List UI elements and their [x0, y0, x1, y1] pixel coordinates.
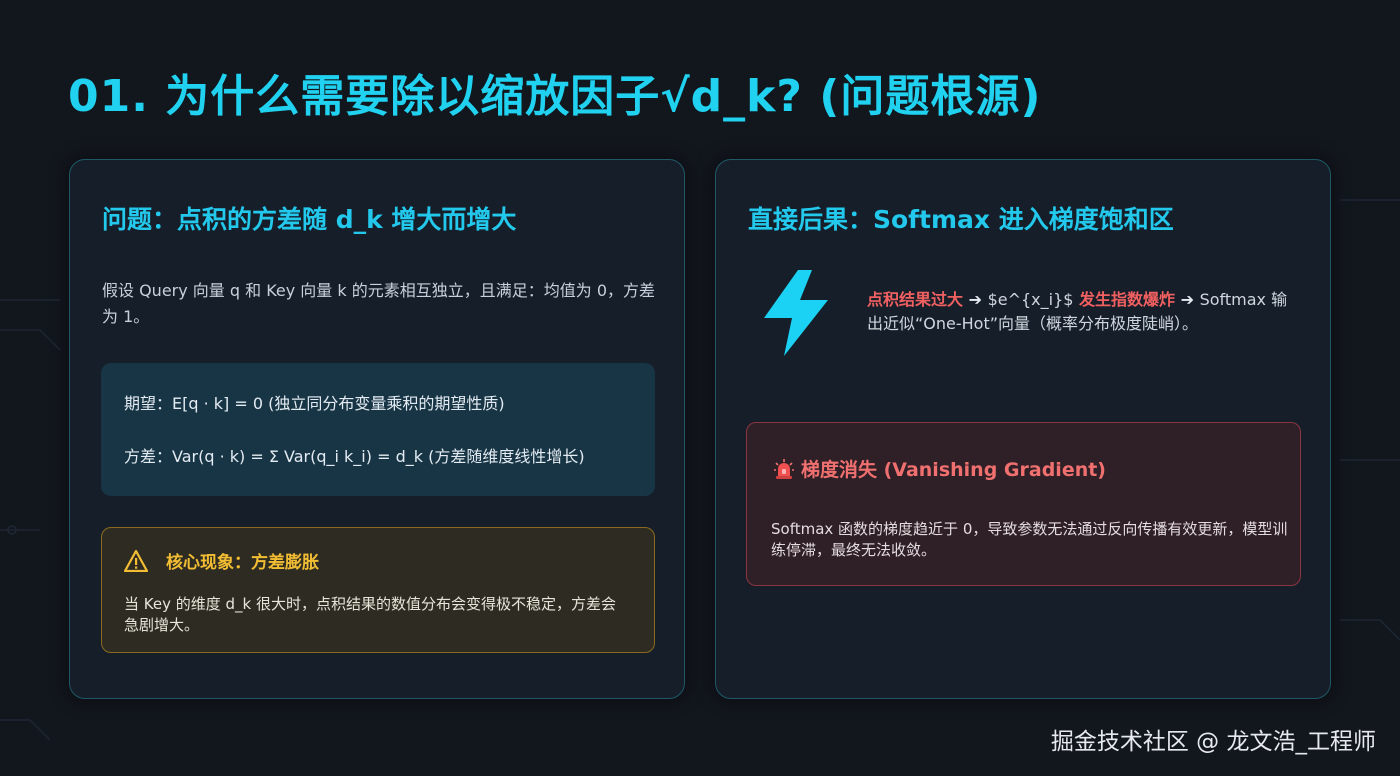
- problem-card: 问题：点积的方差随 d_k 增大而增大 假设 Query 向量 q 和 Key …: [69, 159, 685, 699]
- vanishing-gradient-box: 梯度消失 (Vanishing Gradient) Softmax 函数的梯度趋…: [746, 422, 1301, 586]
- core-phenomenon-text: 当 Key 的维度 d_k 很大时，点积结果的数值分布会变得极不稳定，方差会急剧…: [124, 595, 616, 634]
- core-phenomenon-box: 核心现象：方差膨胀 当 Key 的维度 d_k 很大时，点积结果的数值分布会变得…: [101, 527, 655, 653]
- formula-box: 期望：E[q · k] = 0 (独立同分布变量乘积的期望性质) 方差：Var(…: [101, 363, 655, 496]
- consequence-card: 直接后果：Softmax 进入梯度饱和区 点积结果过大 ➔ $e^{x_i}$ …: [715, 159, 1331, 699]
- consequence-heading: 直接后果：Softmax 进入梯度饱和区: [748, 205, 1174, 234]
- core-phenomenon-title: 核心现象：方差膨胀: [166, 553, 319, 573]
- page-title: 01. 为什么需要除以缩放因子√d_k? (问题根源): [68, 71, 1042, 122]
- core-phenomenon-header: 核心现象：方差膨胀: [124, 548, 319, 573]
- siren-icon: [774, 458, 794, 479]
- watermark: 掘金技术社区 @ 龙文浩_工程师: [1050, 729, 1376, 755]
- vanishing-gradient-title: 梯度消失 (Vanishing Gradient): [801, 459, 1106, 481]
- assumption-text: 假设 Query 向量 q 和 Key 向量 k 的元素相互独立，且满足：均值为…: [102, 281, 656, 326]
- consequence-part-explosion: 发生指数爆炸: [1073, 290, 1176, 309]
- problem-heading: 问题：点积的方差随 d_k 增大而增大: [102, 205, 517, 234]
- variance-formula: 方差：Var(q · k) = Σ Var(q_i k_i) = d_k (方差…: [124, 447, 585, 466]
- consequence-arrow-2: ➔: [1175, 290, 1200, 309]
- consequence-arrow-1: ➔: [963, 290, 988, 309]
- warning-icon: [124, 549, 148, 572]
- consequence-part-onehot: Softmax 输出近似“One-Hot”向量（概率分布极度陡峭）。: [867, 290, 1288, 333]
- vanishing-gradient-text: Softmax 函数的梯度趋近于 0，导致参数无法通过反向传播有效更新，模型训练…: [771, 520, 1288, 559]
- vanishing-gradient-header: 梯度消失 (Vanishing Gradient): [773, 455, 1106, 482]
- consequence-text: 点积结果过大 ➔ $e^{x_i}$ 发生指数爆炸 ➔ Softmax 输出近似…: [867, 288, 1297, 336]
- expectation-formula: 期望：E[q · k] = 0 (独立同分布变量乘积的期望性质): [124, 394, 505, 413]
- consequence-part-exp: $e^{x_i}$: [987, 290, 1074, 309]
- consequence-part-overflow: 点积结果过大: [867, 290, 964, 309]
- lightning-icon: [764, 270, 828, 356]
